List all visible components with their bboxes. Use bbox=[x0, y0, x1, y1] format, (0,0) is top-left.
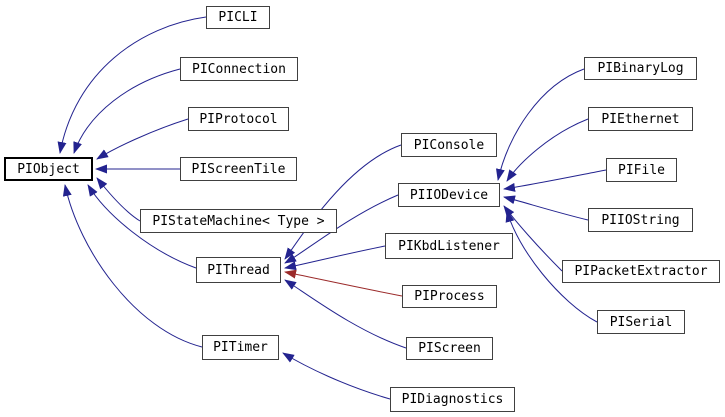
edges-group bbox=[57, 16, 607, 400]
node-PIIODevice[interactable]: PIIODevice bbox=[398, 183, 500, 207]
edge-PIDiagnostics-to-PITimer bbox=[282, 352, 391, 400]
node-PIPacketExtractor[interactable]: PIPacketExtractor bbox=[562, 260, 720, 283]
node-PIProcess[interactable]: PIProcess bbox=[402, 285, 497, 308]
node-PIIOString[interactable]: PIIOString bbox=[588, 208, 693, 232]
edge-PIBinaryLog-to-PIIODevice bbox=[495, 68, 585, 181]
node-PISerial[interactable]: PISerial bbox=[597, 310, 685, 334]
edge-PIKbdListener-to-PIThread bbox=[284, 245, 386, 271]
node-PIDiagnostics[interactable]: PIDiagnostics bbox=[390, 387, 515, 412]
node-PIBinaryLog[interactable]: PIBinaryLog bbox=[584, 57, 697, 80]
node-PIProtocol[interactable]: PIProtocol bbox=[188, 107, 289, 131]
edge-PISerial-to-PIIODevice bbox=[505, 210, 598, 323]
node-PIScreenTile[interactable]: PIScreenTile bbox=[180, 157, 297, 181]
node-PITimer[interactable]: PITimer bbox=[202, 335, 279, 360]
node-PIConnection[interactable]: PIConnection bbox=[180, 57, 298, 81]
node-PIEthernet[interactable]: PIEthernet bbox=[588, 107, 693, 131]
node-PIObject: PIObject bbox=[4, 157, 93, 181]
node-PIStateMachine[interactable]: PIStateMachine< Type > bbox=[140, 209, 337, 233]
node-PIFile[interactable]: PIFile bbox=[606, 158, 677, 182]
node-PIThread[interactable]: PIThread bbox=[196, 257, 281, 283]
edge-PITimer-to-PIObject bbox=[62, 184, 203, 348]
node-PIConsole[interactable]: PIConsole bbox=[401, 133, 497, 157]
edge-PIEthernet-to-PIIODevice bbox=[506, 118, 589, 182]
edge-PICLI-to-PIObject bbox=[57, 16, 207, 154]
node-PIScreen[interactable]: PIScreen bbox=[406, 337, 493, 360]
edge-PIStateMachine-to-PIObject bbox=[96, 177, 141, 222]
node-PIKbdListener[interactable]: PIKbdListener bbox=[385, 233, 513, 259]
edge-PIConnection-to-PIObject bbox=[73, 68, 181, 154]
edge-PIFile-to-PIIODevice bbox=[503, 169, 607, 192]
edge-PIThread-to-PIObject bbox=[87, 184, 197, 269]
node-PICLI[interactable]: PICLI bbox=[206, 6, 270, 29]
edge-PIProtocol-to-PIObject bbox=[96, 118, 189, 160]
edge-PIProcess-to-PIThread bbox=[284, 269, 403, 297]
edge-PIScreen-to-PIThread bbox=[284, 279, 407, 349]
edge-PIConsole-to-PIThread bbox=[284, 144, 402, 260]
edge-PIIOString-to-PIIODevice bbox=[503, 195, 589, 221]
